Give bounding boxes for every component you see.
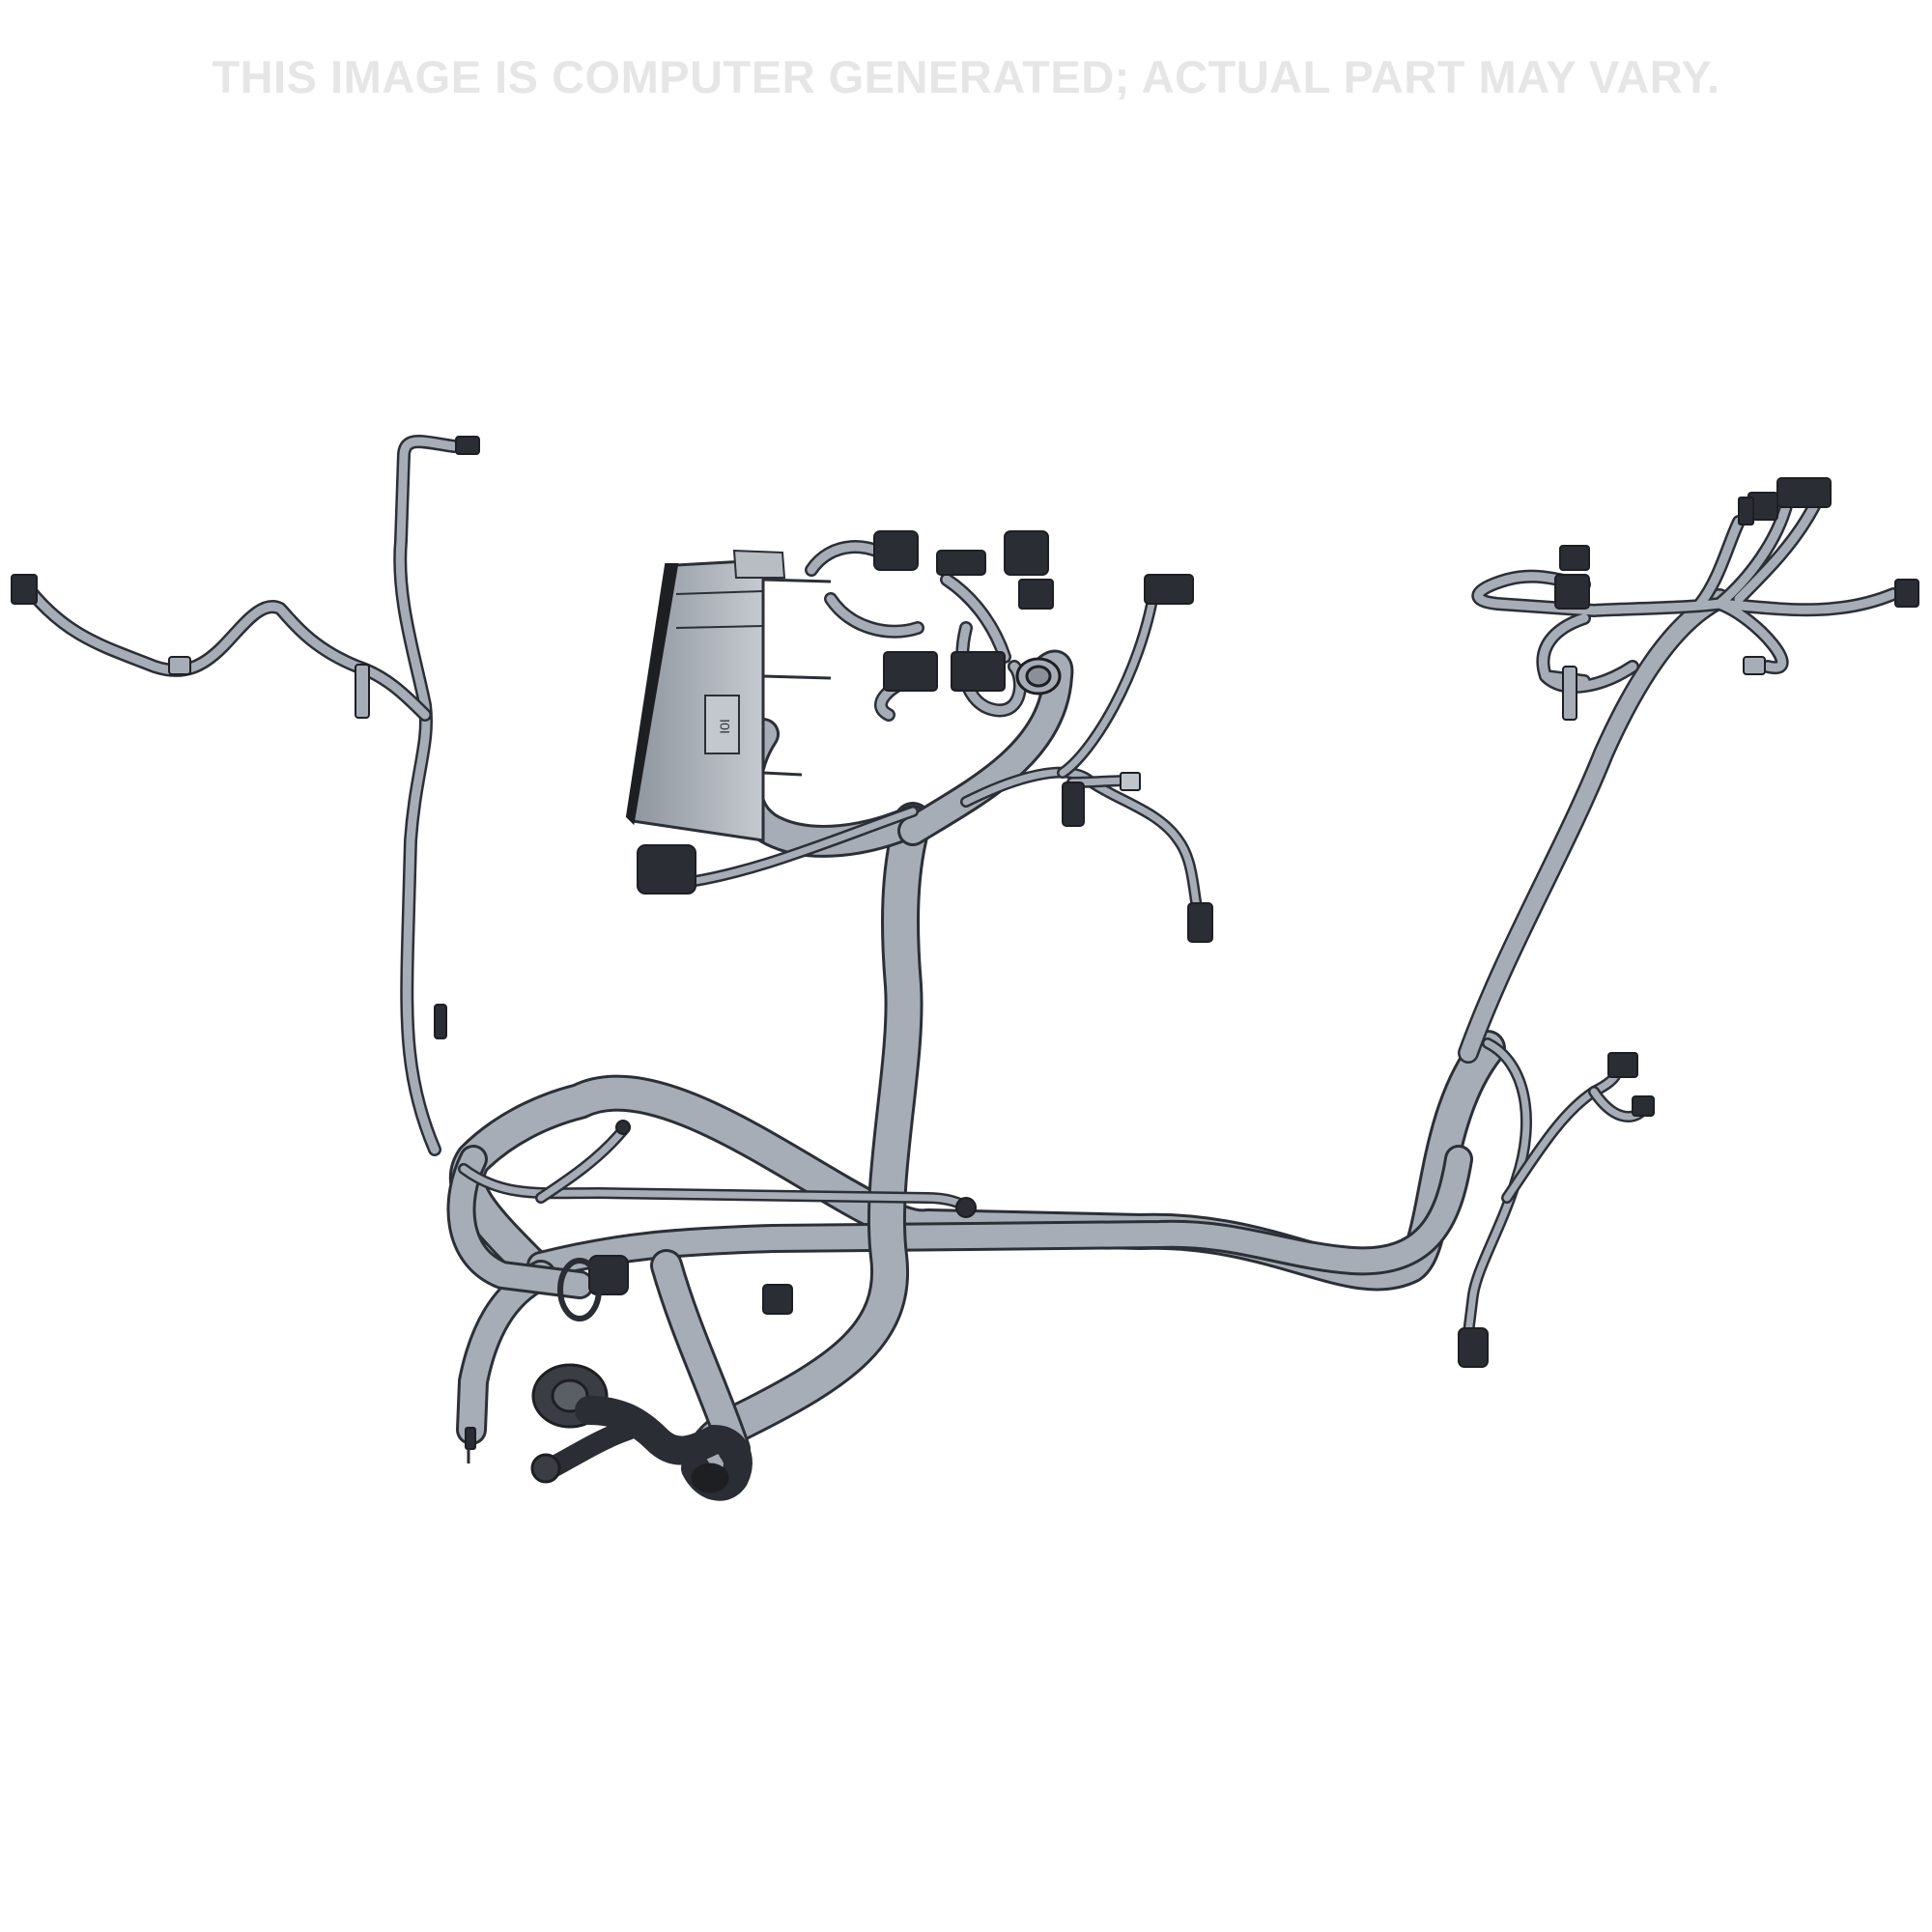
thin-wires [22,435,1900,1339]
disclaimer-watermark: THIS IMAGE IS COMPUTER GENERATED; ACTUAL… [212,51,1720,102]
connector-right-lower-a [1607,1052,1638,1078]
main-trunk [446,588,1730,1497]
clip-left-1 [168,656,191,675]
connector-upper-right-b [1559,545,1590,571]
connector-far-right [1894,579,1919,608]
connector-ecu-mid-left [883,651,938,692]
wire-terminals [465,1120,631,1463]
connector-upper-right-e [1738,497,1754,526]
connector-center-lower [1062,781,1085,827]
ecu-label: I0I [717,719,732,734]
connector-ecu-small [1018,579,1054,610]
connector-upper-right-a [1554,574,1590,610]
connector-ecu-top-right [1004,530,1049,576]
connectors [11,436,1919,1368]
lower-boots [530,657,1062,1501]
connector-upper-right-c [1776,477,1832,508]
connector-right-grommet [1458,1327,1489,1368]
connector-right-branch [1187,902,1213,943]
connector-terminal-top [455,436,480,455]
clip-right-2 [1743,656,1766,675]
connector-small-ring [955,1197,977,1218]
connector-ecu-top-left [873,530,919,571]
connector-ecu-top-mid [936,550,986,576]
connector-center-small [1120,772,1141,791]
connector-far-left [11,574,38,605]
connector-top-center-right [1144,574,1194,605]
connector-lower-small [762,1284,793,1315]
connector-left-inline [434,1004,447,1039]
connector-right-lower-b [1632,1095,1655,1117]
clip-right-1 [1562,666,1577,721]
connector-ecu-mid-right [951,651,1006,692]
clip-left-2 [355,664,370,719]
ecu-module: I0I [625,549,832,895]
